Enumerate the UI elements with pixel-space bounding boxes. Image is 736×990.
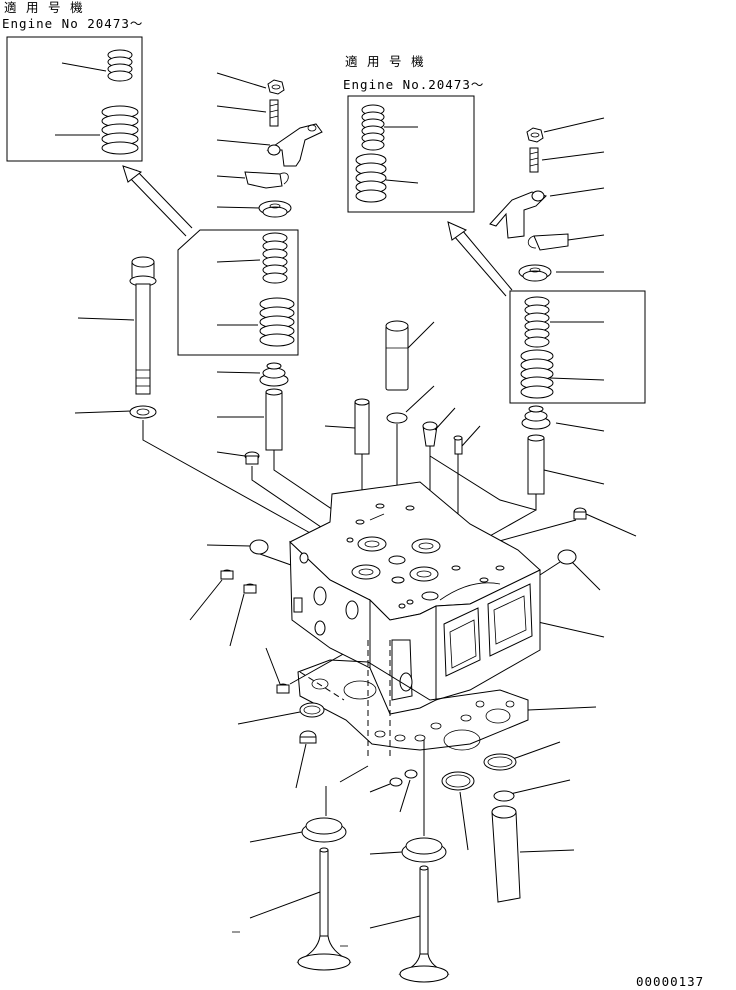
outer-valve-spring-left [259,297,295,347]
small-o-ring-right-lower [493,790,515,802]
valve-stem-seal-right [521,405,551,430]
valve-guide-left [265,388,283,451]
expansion-plug-left [249,539,269,555]
seal-ring-right-lower [441,771,475,791]
plug-right-top [573,507,587,520]
inner-valve-spring-right [524,296,550,348]
variant-arrow-right [447,221,513,297]
valve-stem-seal-left [259,362,289,387]
variant-inner-spring-left [107,49,133,82]
dowel-pin-center [354,398,370,455]
valve-guide-right [527,434,545,495]
stud-center [453,435,463,455]
rocker-arm-right [489,190,547,239]
left-variant-box [6,36,143,162]
plug-lower-left [299,730,317,744]
nozzle-sleeve-lower [491,805,521,903]
expansion-plug-right [557,549,577,565]
drawing-number: 00000137 [636,974,704,989]
leaders-right-column [509,117,637,853]
head-gasket [297,659,529,751]
small-seal-lower-a [389,777,403,787]
plug-left-b [243,583,257,594]
plug-left [244,451,260,465]
plug-left-a [220,569,234,580]
right-variant-box [347,95,475,213]
rocker-arm-left [266,123,323,167]
left-engine-number-note: Engine No 20473～ [2,16,143,31]
exhaust-valve-left [296,847,352,971]
valve-seat-right [401,837,447,863]
head-bolt [129,256,157,395]
adjust-screw-right [529,147,539,173]
bolt-washer [129,405,157,419]
o-ring-center [386,412,408,424]
nut-left [267,79,285,95]
o-ring-left-lower [299,702,325,718]
nut-right [526,127,544,143]
valve-seat-left [301,817,347,843]
intake-valve-right [398,865,450,983]
variant-outer-spring-left [101,105,139,155]
valve-bridge-left [244,171,289,189]
cup-plug-center [422,421,438,447]
cylinder-head [289,481,541,715]
inner-valve-spring-left [262,232,288,284]
nozzle-sleeve [385,320,409,391]
leaders-left-column [74,72,271,547]
variant-outer-spring-right [355,153,387,203]
valve-bridge-right [527,233,569,251]
spring-retainer-left [258,200,292,218]
outer-valve-spring-right [520,349,554,399]
right-applicability-note: 適 用 号 機 [345,54,425,69]
o-ring-right-lower [483,753,517,771]
small-seal-lower-b [404,769,418,779]
plug-left-c [276,683,290,694]
variant-arrow-left [122,165,193,237]
valve-spring-box-right [509,290,646,404]
spring-retainer-right [518,264,552,282]
left-applicability-note: 適 用 号 機 [4,0,84,15]
right-engine-number-note: Engine No.20473～ [343,77,484,92]
valve-spring-box-left [177,229,299,356]
variant-inner-spring-right [361,104,385,151]
adjust-screw-left [269,99,279,127]
